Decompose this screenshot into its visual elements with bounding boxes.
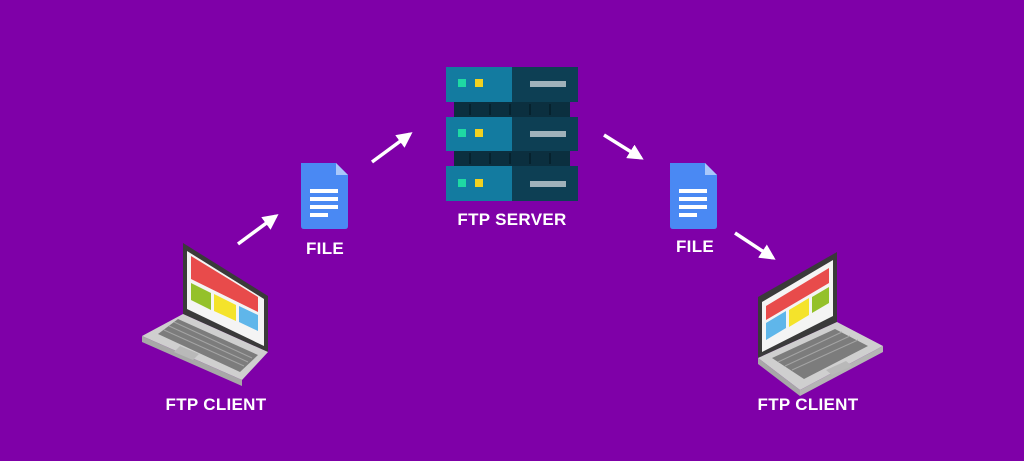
- file-left-icon: [301, 163, 348, 229]
- label-ftp-client-left: FTP CLIENT: [165, 395, 267, 414]
- laptop-right-icon: [758, 252, 883, 396]
- label-ftp-server: FTP SERVER: [457, 210, 567, 229]
- arrow-file-to-client-icon: [734, 231, 776, 260]
- label-file-right: FILE: [675, 237, 715, 256]
- laptop-left-icon: [142, 243, 268, 386]
- file-right-icon: [670, 163, 717, 229]
- arrow-file-to-server-icon: [370, 132, 413, 164]
- arrow-server-to-file-icon: [603, 133, 644, 160]
- label-file-left: FILE: [305, 239, 345, 258]
- arrow-client-to-file-icon: [236, 214, 279, 246]
- server-rack-icon: [446, 67, 578, 201]
- label-ftp-client-right: FTP CLIENT: [757, 395, 859, 414]
